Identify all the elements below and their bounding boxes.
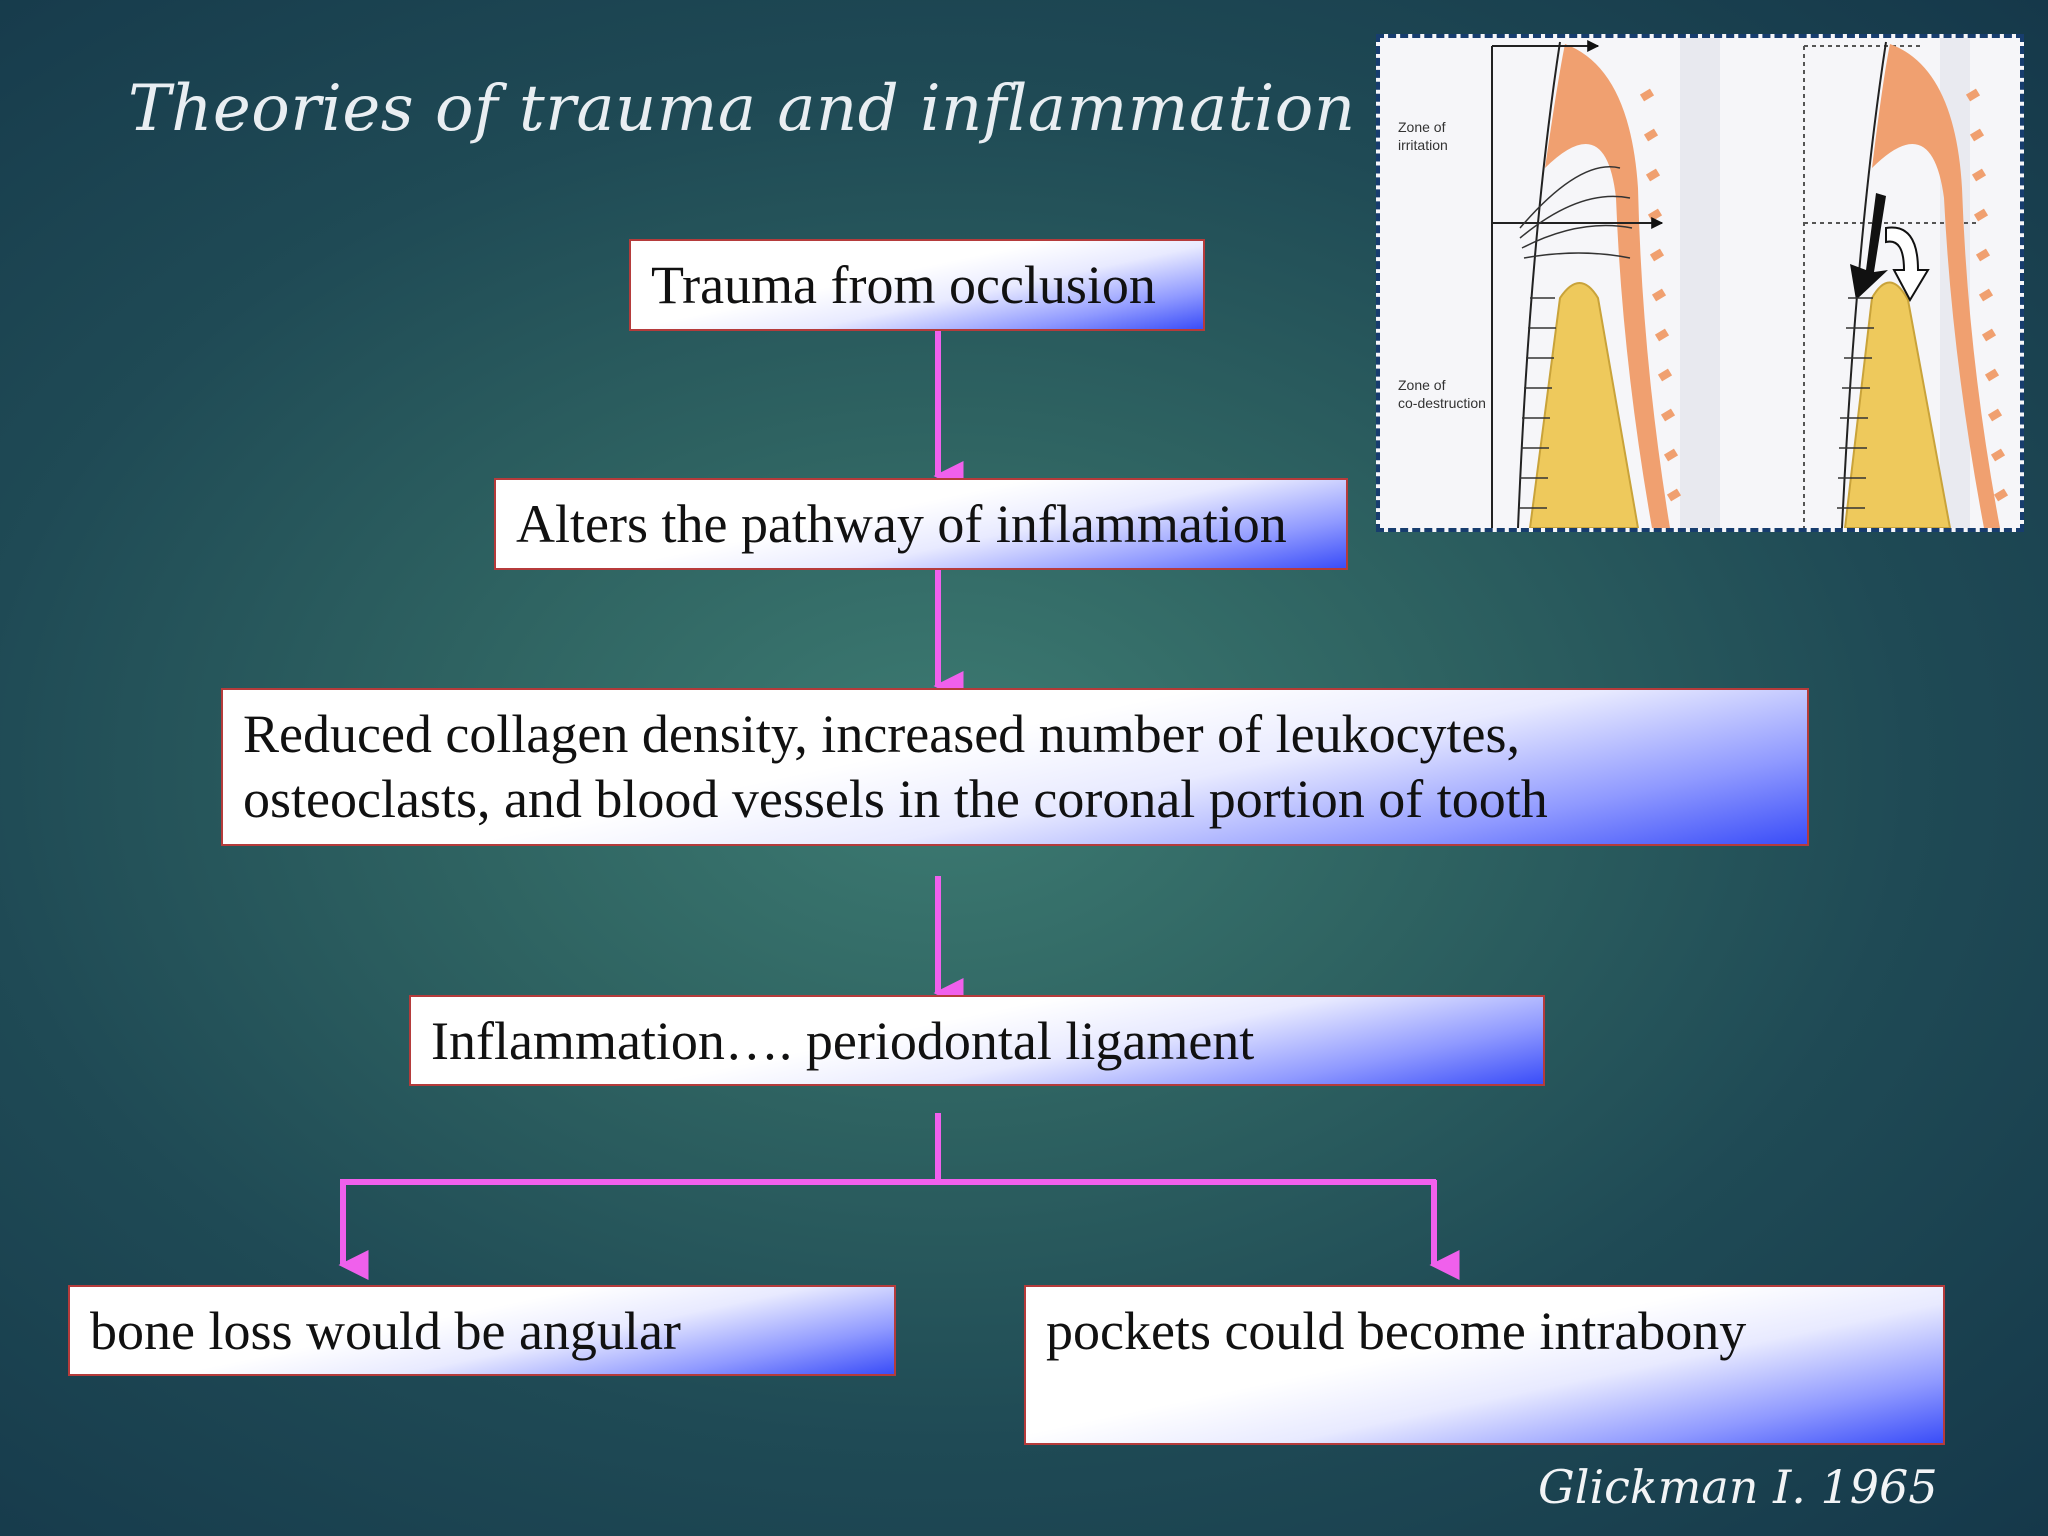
slide-title: Theories of trauma and inflammation [128,72,1356,146]
right-gingiva [1872,44,2000,528]
flow-step-pathway: Alters the pathway of inflammation [494,478,1348,570]
flow-step-trauma: Trauma from occlusion [629,239,1205,331]
outcome-intrabony-pockets-text: pockets could become intrabony [1046,1301,1747,1361]
flow-step-inflammation-pdl-text: Inflammation…. periodontal ligament [431,1011,1255,1071]
left-bone-crest [1528,282,1640,528]
flow-step-pathway-text: Alters the pathway of inflammation [516,494,1287,554]
right-bone-crest [1843,281,1952,528]
outcome-angular-bone-loss-text: bone loss would be angular [90,1301,681,1361]
periodontal-zone-illustration: Zone of irritation Zone of co-destructio… [1376,34,2024,532]
flow-step-collagen: Reduced collagen density, increased numb… [221,688,1809,846]
right-tooth-section [1803,41,2009,528]
flow-step-trauma-text: Trauma from occlusion [651,255,1156,315]
left-gingiva [1545,44,1670,528]
left-tooth-section [1491,40,1682,528]
flow-step-inflammation-pdl: Inflammation…. periodontal ligament [409,995,1545,1086]
periodontal-zone-drawing: Zone of irritation Zone of co-destructio… [1398,38,2009,528]
black-force-arrow [1850,193,1888,300]
label-zone-irritation-2: irritation [1398,137,1448,153]
label-zone-codestruction-1: Zone of [1398,377,1446,393]
label-zone-irritation-1: Zone of [1398,119,1446,135]
white-force-arrow [1885,226,1930,303]
flow-step-collagen-line1: Reduced collagen density, increased numb… [243,704,1521,764]
outcome-intrabony-pockets: pockets could become intrabony [1024,1285,1945,1445]
flow-step-collagen-line2: osteoclasts, and blood vessels in the co… [243,768,1548,829]
label-zone-codestruction-2: co-destruction [1398,395,1486,411]
outcome-angular-bone-loss: bone loss would be angular [68,1285,896,1376]
citation: Glickman I. 1965 [1538,1460,1938,1514]
